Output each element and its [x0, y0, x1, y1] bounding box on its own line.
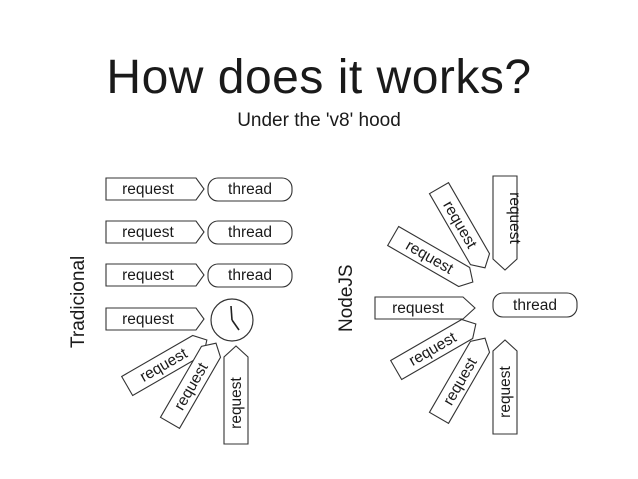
tradicional-label: Tradicional: [68, 256, 89, 348]
left-request-3-label: request: [122, 267, 174, 284]
right-request-top-label: request: [506, 192, 523, 244]
left-request-2: request: [105, 220, 205, 244]
left-waiting-request-3-label: request: [228, 376, 245, 428]
nodejs-label: NodeJS: [336, 264, 357, 332]
left-thread-3: thread: [207, 263, 293, 288]
left-thread-2: thread: [207, 220, 293, 245]
right-request-horizontal-label: request: [392, 300, 444, 317]
right-request-top: request: [492, 175, 523, 271]
page-subtitle: Under the 'v8' hood: [237, 110, 401, 131]
left-request-1: request: [105, 177, 205, 201]
left-request-4-label: request: [122, 311, 174, 328]
right-request-bottom: request: [492, 339, 518, 435]
left-waiting-request-3: request: [223, 345, 249, 445]
right-request-horizontal: request: [374, 296, 476, 320]
left-request-1-label: request: [122, 181, 174, 198]
left-request-3: request: [105, 263, 205, 287]
left-thread-2-label: thread: [228, 224, 272, 241]
left-thread-3-label: thread: [228, 267, 272, 284]
right-request-bottom-label: request: [497, 365, 514, 417]
right-thread: thread: [492, 292, 578, 318]
clock-icon: [210, 298, 254, 342]
right-thread-label: thread: [513, 297, 557, 314]
left-thread-1: thread: [207, 177, 293, 202]
left-request-2-label: request: [122, 224, 174, 241]
left-thread-1-label: thread: [228, 181, 272, 198]
page-title: How does it works?: [106, 51, 532, 104]
left-request-4: request: [105, 307, 205, 331]
